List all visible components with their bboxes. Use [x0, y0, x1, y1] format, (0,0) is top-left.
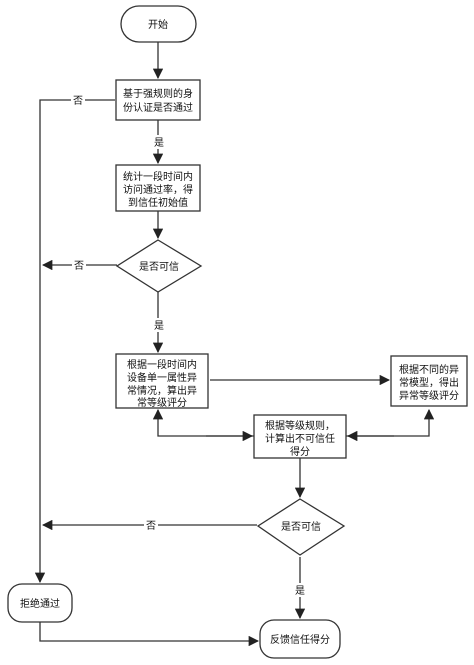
feedback-node: 反馈信任得分 [259, 619, 341, 659]
initial-trust-node: 统计一段时间内 访问通过率，得 到信任初始值 [115, 164, 201, 212]
identity-check-line-1: 基于强规则的身 [123, 87, 193, 100]
edge-label-identity-yes: 是 [154, 137, 164, 149]
edge-score-to-model [346, 408, 435, 437]
untrusted-score-line-3: 得分 [290, 446, 310, 458]
attribute-anomaly-line-1: 根据一段时间内 [127, 358, 197, 371]
edge-labels: 是 否 是 否 是 否 [71, 93, 307, 597]
attribute-anomaly-line-3: 常情况，算出异 [127, 384, 197, 397]
start-node: 开始 [120, 5, 197, 43]
start-label: 开始 [148, 18, 168, 31]
reject-node: 拒绝通过 [7, 583, 73, 623]
attribute-anomaly-line-4: 常等级评分 [137, 396, 187, 409]
reject-label: 拒绝通过 [20, 597, 60, 610]
trusted-decision-2-node: 是否可信 [256, 498, 346, 556]
edges [34, 42, 435, 647]
attribute-anomaly-node: 根据一段时间内 设备单一属性异 常情况，算出异 常等级评分 [115, 353, 209, 409]
model-anomaly-line-3: 异常等级评分 [399, 389, 459, 402]
model-anomaly-line-1: 根据不同的异 [399, 363, 459, 376]
trusted-decision-1-label: 是否可信 [139, 261, 179, 273]
trusted-decision-2-label: 是否可信 [281, 521, 321, 533]
model-anomaly-node: 根据不同的异 常模型，得出 异常等级评分 [390, 355, 468, 407]
edge-score-to-attribute [152, 408, 254, 437]
feedback-label: 反馈信任得分 [270, 633, 330, 646]
edge-reject-to-feedback [39, 622, 260, 647]
identity-check-node: 基于强规则的身 份认证是否通过 [115, 79, 201, 121]
identity-check-line-2: 份认证是否通过 [123, 101, 193, 114]
edge-label-decision1-yes: 是 [154, 320, 164, 332]
edge-identity-no [34, 99, 115, 584]
model-anomaly-line-2: 常模型，得出 [399, 376, 459, 389]
initial-trust-line-3: 到信任初始值 [128, 196, 188, 209]
initial-trust-line-2: 访问通过率，得 [123, 183, 193, 196]
edge-label-identity-no: 否 [73, 95, 83, 107]
untrusted-score-line-1: 根据等级规则， [265, 419, 335, 432]
untrusted-score-line-2: 计算出不可信任 [265, 432, 335, 445]
edge-label-decision2-yes: 是 [295, 585, 305, 597]
untrusted-score-node: 根据等级规则， 计算出不可信任 得分 [253, 414, 347, 459]
initial-trust-line-1: 统计一段时间内 [123, 170, 193, 183]
attribute-anomaly-line-2: 设备单一属性异 [127, 371, 197, 384]
edge-label-decision1-no: 否 [74, 260, 84, 272]
trusted-decision-1-node: 是否可信 [115, 239, 203, 293]
edge-label-decision2-no: 否 [146, 520, 156, 532]
